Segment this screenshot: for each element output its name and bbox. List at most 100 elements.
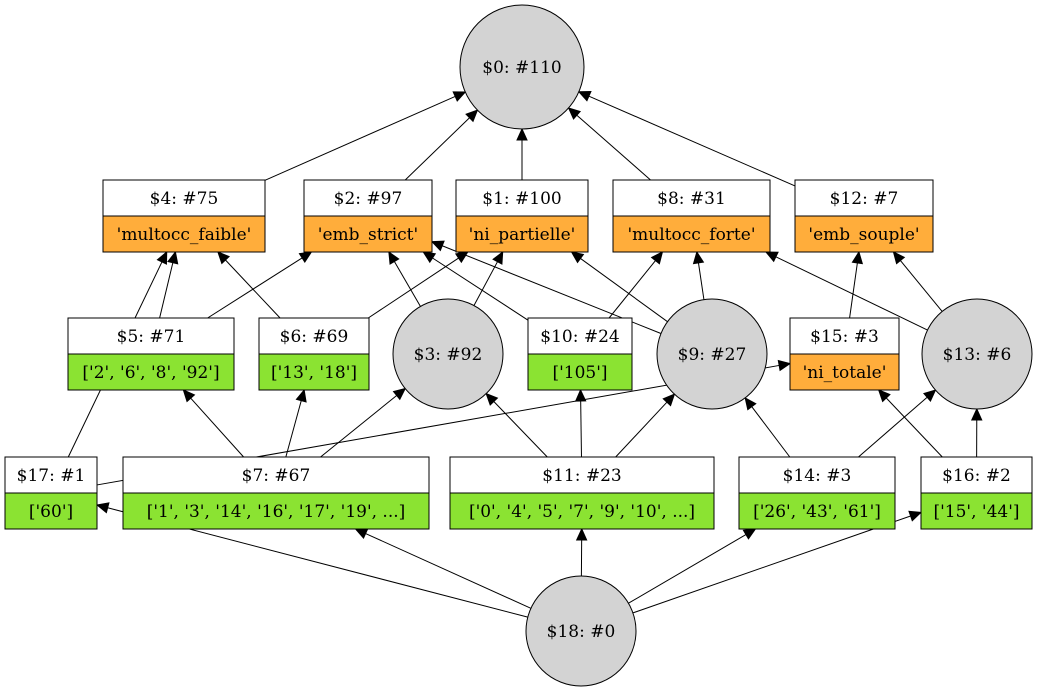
arrowhead <box>567 107 582 120</box>
edge-n9-to-n8 <box>692 250 705 300</box>
concept-header <box>789 317 900 355</box>
edge-line <box>207 257 303 319</box>
concept-header <box>303 179 433 217</box>
arrowhead <box>167 250 179 265</box>
edge-line <box>885 397 943 458</box>
concept-header <box>258 317 370 355</box>
edge-line <box>608 260 656 319</box>
edge-n14-to-n9 <box>744 396 791 458</box>
arrowhead <box>575 527 588 541</box>
concept-node-17[interactable]: $17: #1['60'] <box>4 456 98 530</box>
edges <box>67 91 983 618</box>
edge-n11-to-n9 <box>615 393 676 458</box>
arrowhead <box>692 250 705 265</box>
object-cell <box>920 492 1033 530</box>
edge-n4-to-n0 <box>264 91 467 181</box>
concept-label: $15: #3 <box>810 327 879 347</box>
object-cell <box>527 353 633 391</box>
edge-line <box>365 533 532 609</box>
attribute-text: 'emb_souple' <box>808 225 919 245</box>
edge-line <box>900 260 943 312</box>
arrowhead <box>156 250 168 265</box>
concept-node-5[interactable]: $5: #71['2', '6', '8', '92'] <box>67 317 235 391</box>
edge-line <box>264 95 456 181</box>
concept-label: $2: #97 <box>334 189 403 209</box>
concept-node-10[interactable]: $10: #24['105'] <box>527 317 633 391</box>
concept-node-12[interactable]: $12: #7'emb_souple' <box>794 179 934 253</box>
concept-label: $13: #6 <box>943 345 1012 365</box>
concept-label: $6: #69 <box>280 327 349 347</box>
concept-node-8[interactable]: $8: #31'multocc_forte' <box>612 179 771 253</box>
arrowhead <box>570 251 585 264</box>
edge-n6-to-n4 <box>217 251 281 319</box>
object-cell <box>449 492 715 530</box>
edge-line <box>367 257 459 319</box>
concept-node-0[interactable]: $0: #110 <box>459 4 585 130</box>
concept-node-14[interactable]: $14: #3['26', '43', '61'] <box>738 456 896 530</box>
concept-label: $16: #2 <box>942 466 1011 486</box>
attribute-cell <box>789 353 900 391</box>
concept-node-11[interactable]: $11: #23['0', '4', '5', '7', '9', '10', … <box>449 456 715 530</box>
concept-label: $4: #75 <box>150 189 219 209</box>
edge-line <box>580 400 582 458</box>
edge-n7-to-n5 <box>182 389 244 458</box>
edge-n16-to-n15 <box>877 389 943 458</box>
edge-n8-to-n0 <box>567 107 651 181</box>
object-cell <box>122 492 430 530</box>
objects-text: ['1', '3', '14', '16', '17', '19', ...] <box>147 502 406 522</box>
arrowhead <box>877 389 891 403</box>
concept-node-7[interactable]: $7: #67 ['1', '3', '14', '16', '17', '19'… <box>122 456 430 530</box>
concept-label: $1: #100 <box>482 189 561 209</box>
concept-circle <box>392 298 504 410</box>
edge-n16-to-n13 <box>970 407 983 458</box>
objects-text: ['26', '43', '61'] <box>753 502 881 522</box>
edge-n14-to-n13 <box>858 389 937 458</box>
concept-node-15[interactable]: $15: #3'ni_totale' <box>789 317 900 391</box>
concept-node-6[interactable]: $6: #69 ['13', '18'] <box>258 317 370 391</box>
concept-node-1[interactable]: $1: #100'ni_partielle' <box>455 179 589 253</box>
arrowhead <box>182 389 196 403</box>
edge-n3-to-n2 <box>388 250 421 307</box>
concept-node-16[interactable]: $16: #2['15', '44'] <box>920 456 1033 530</box>
attribute-text: 'multocc_faible' <box>117 225 252 245</box>
edge-line <box>849 262 858 319</box>
concept-node-13[interactable]: $13: #6 <box>921 298 1033 410</box>
concept-circle <box>525 575 637 687</box>
concept-node-9[interactable]: $9: #27 <box>656 298 768 410</box>
arrowhead <box>908 510 923 522</box>
arrowhead <box>744 396 757 411</box>
edge-line <box>697 262 705 300</box>
concept-header <box>527 317 633 355</box>
attribute-cell <box>102 215 266 253</box>
concept-node-2[interactable]: $2: #97 'emb_strict' <box>303 179 433 253</box>
edge-line <box>159 262 174 319</box>
concept-label: $7: #67 <box>242 466 311 486</box>
attribute-text: 'emb_strict' <box>318 225 418 245</box>
concept-node-4[interactable]: $4: #75 'multocc_faible' <box>102 179 266 253</box>
edge-n18-to-n11 <box>575 527 588 577</box>
concept-header <box>449 456 715 494</box>
edge-line <box>493 401 548 458</box>
concept-label: $18: #0 <box>547 622 616 642</box>
arrowhead <box>742 528 757 540</box>
arrowhead <box>422 251 437 264</box>
concept-header <box>794 179 934 217</box>
arrowhead <box>574 388 587 402</box>
edge-line <box>404 117 470 181</box>
concept-header <box>920 456 1033 494</box>
edge-line <box>775 256 928 331</box>
concept-header <box>102 179 266 217</box>
edge-n10-to-n8 <box>608 251 664 319</box>
objects-text: ['13', '18'] <box>271 363 357 383</box>
edge-n12-to-n0 <box>577 91 796 187</box>
arrowhead <box>354 528 369 540</box>
concept-circle <box>656 298 768 410</box>
concept-node-18[interactable]: $18: #0 <box>525 575 637 687</box>
concept-label: $9: #27 <box>678 345 747 365</box>
concept-header <box>122 456 430 494</box>
arrowhead <box>95 502 110 514</box>
object-cell <box>738 492 896 530</box>
concept-node-3[interactable]: $3: #92 <box>392 298 504 410</box>
arrowhead <box>465 109 479 123</box>
